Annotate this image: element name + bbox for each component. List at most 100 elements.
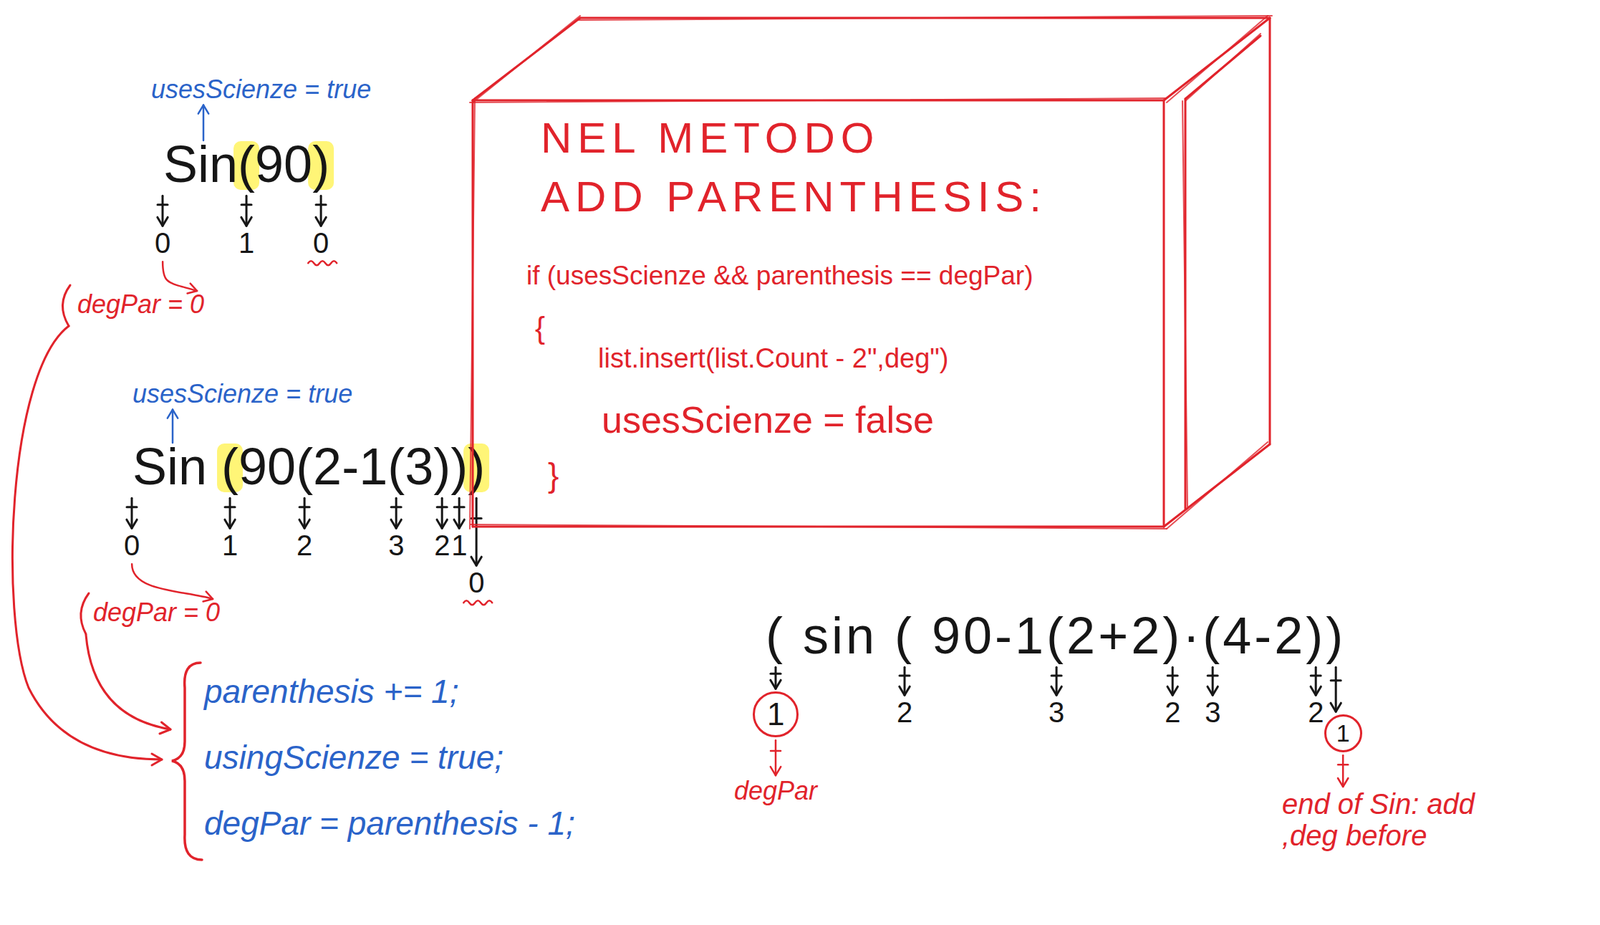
arrow [241,195,252,226]
arrow-head [1310,686,1321,695]
arrow [198,105,209,141]
arrow [315,195,326,226]
arrow-tick [391,505,402,508]
arrow-head [436,519,447,528]
arrow-line [131,497,134,528]
arrow [1167,666,1178,695]
red-paren [80,593,89,634]
arrow-tick [436,505,447,508]
arrow-head [454,519,465,528]
arrow-tick [157,203,168,206]
variable-note: degPar = 0 [93,598,220,627]
code-brace: } [547,456,559,494]
depth-number: 3 [388,529,404,561]
arrow-head [315,217,326,226]
depth-number: 3 [1204,696,1221,728]
arrow-line [245,195,248,226]
expression: Sin(90) [163,136,330,193]
arrow-tick [770,749,781,753]
annotation: end of Sin: add ,deg before [1282,787,1476,851]
arrow-line [303,497,306,528]
arrow-tick [315,203,326,206]
depth-number: 1 [451,529,467,561]
red-squiggle [307,260,337,265]
arrow-head [770,766,781,775]
arrow-head [391,519,402,528]
red-paren [62,285,71,326]
code-brace: { [535,311,546,345]
variable-note: degPar [734,776,818,806]
expression: Sin (90(2-1(3))) [132,438,485,495]
depth-number: 1 [767,696,785,732]
depth-number: 0 [468,566,485,599]
code-line: usingScienze = true; [204,739,504,776]
depth-number: 2 [1307,696,1324,728]
arrow-tick [1337,763,1348,766]
arrow-line [1335,666,1338,712]
arrow-line [320,195,323,226]
heading: ADD PARENTHESIS: [540,173,1048,221]
arrow-head [1051,686,1062,695]
arrow-line [1171,666,1174,695]
red-small-arrow [162,261,197,293]
box-edge [1182,100,1188,507]
flag-note: usesScienze = true [132,379,353,409]
arrow [454,497,465,528]
arrow [1330,666,1341,712]
arrow [1310,666,1321,695]
arrow-head [241,217,252,226]
arrow-tick [126,505,137,508]
arrow [1207,666,1218,695]
arrow-line [202,105,205,141]
arrow-head [1337,777,1348,787]
box-edge [577,15,1272,21]
arrow-head [1207,686,1218,695]
arrow-line [458,497,461,528]
arrow [157,195,168,226]
circled-number: 1 [752,691,799,737]
box-edge [469,98,475,529]
arrow [436,497,447,528]
box-edge [1166,441,1268,529]
code-line: parenthesis += 1; [204,673,459,710]
box-edge [1269,17,1272,445]
arrow-tick [1310,673,1321,677]
depth-number: 2 [1164,696,1181,728]
box-edge [1269,20,1271,442]
arrow-line [441,497,444,528]
depth-number: 1 [1336,719,1351,747]
arrow-tick [224,505,235,508]
red-squiggle [463,600,493,605]
code-line: if (usesScienze && parenthesis == degPar… [526,261,1034,291]
box-edge [470,524,1167,529]
arrow-head [157,217,168,226]
arrow [224,497,235,528]
expression: ( sin ( 90-1(2+2)·(4-2)) [765,607,1346,664]
arrow [126,497,137,528]
arrow-head [198,105,209,114]
arrow [1051,666,1062,695]
arrow-tick [1167,673,1178,677]
arrow-line [475,497,478,566]
red-brace [171,662,202,860]
arrow-line [1055,666,1058,695]
arrow [770,739,781,775]
arrow-head [899,686,910,695]
arrow-tick [241,203,252,206]
arrow-line [131,563,213,599]
arrow-head [224,519,235,528]
arrow-head [770,679,781,689]
arrow [770,666,781,689]
arrow-line [774,739,778,775]
variable-note: degPar = 0 [77,290,205,319]
box-edge [472,15,581,103]
arrow [899,666,910,695]
arrow-line [1211,666,1214,695]
arrow-line [1314,666,1318,695]
arrow [1337,754,1348,787]
depth-number: 0 [123,529,140,561]
arrow-head [1330,702,1341,712]
method-box: NEL METODO ADD PARENTHESIS: if (usesScienz… [469,7,1275,534]
heading: NEL METODO [540,114,880,162]
